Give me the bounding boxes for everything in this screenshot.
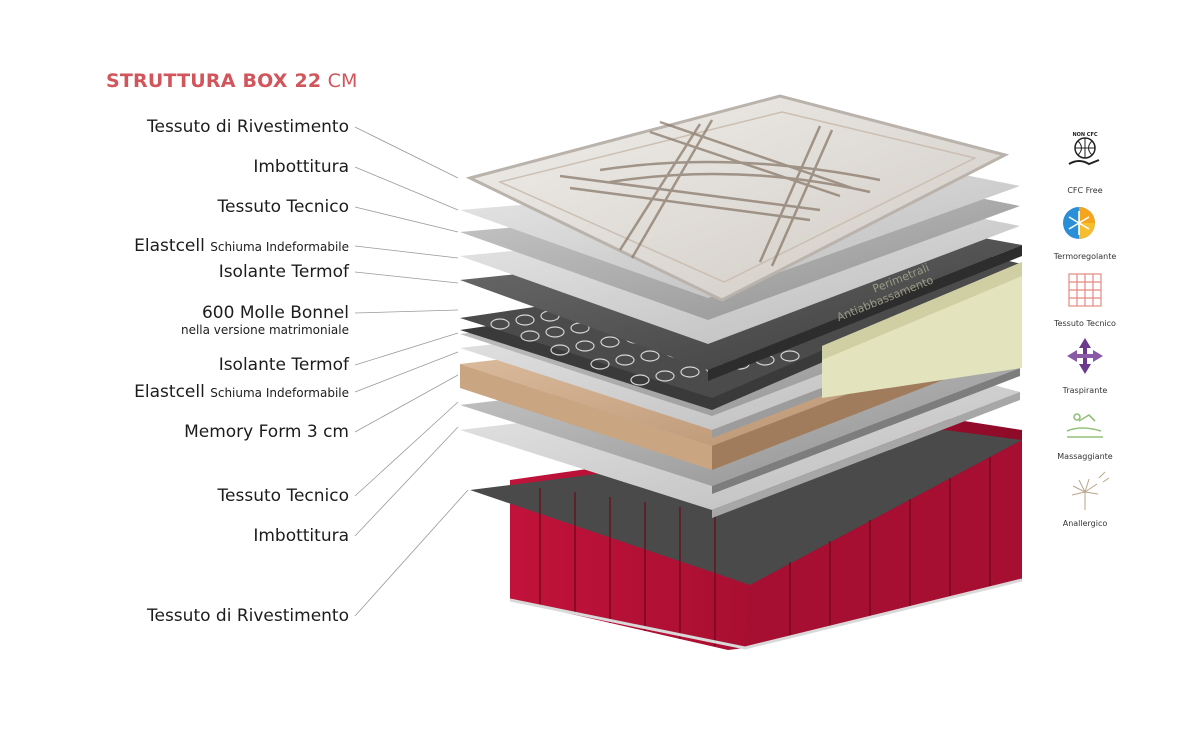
layer-label: Tessuto di Rivestimento — [147, 117, 349, 137]
badge-caption: Termoregolante — [1053, 252, 1117, 261]
top-cover-layer — [465, 94, 1010, 302]
badge-anallergico: Anallergico — [1045, 517, 1125, 528]
layer-label: 600 Molle Bonnel nella versione matrimon… — [181, 303, 349, 337]
layer-label-text: Tessuto Tecnico — [217, 486, 349, 506]
layer-label: Elastcell Schiuma Indeformabile — [134, 236, 349, 257]
layer-label: Tessuto Tecnico — [218, 197, 349, 217]
badge-caption: Anallergico — [1062, 519, 1108, 528]
termoregolante-icon — [1063, 207, 1095, 239]
svg-text:NON CFC: NON CFC — [1072, 132, 1097, 138]
cfc-free-icon: NON CFC — [1068, 132, 1100, 166]
layer-label: Isolante Termof — [219, 355, 349, 375]
leader-line — [354, 374, 459, 433]
leader-line — [354, 126, 459, 179]
layer-label-text: Isolante Termof — [218, 262, 349, 282]
layer-label-detail: Schiuma Indeformabile — [210, 386, 349, 400]
leader-line — [354, 309, 459, 314]
layer-label-text: Isolante Termof — [218, 355, 349, 375]
badge-cfc-free: CFC Free — [1045, 184, 1125, 195]
badge-tessuto-tecnico: Tessuto Tecnico — [1045, 317, 1125, 328]
leader-line — [354, 206, 459, 233]
layer-label-text: Tessuto di Rivestimento — [147, 606, 349, 626]
layer-label: Imbottitura — [253, 526, 349, 546]
tessuto-tecnico-icon — [1068, 273, 1102, 307]
badge-caption: CFC Free — [1067, 186, 1103, 195]
badge-icons: NON CFC — [1063, 132, 1110, 510]
title-unit: CM — [327, 70, 358, 92]
layer-label: Imbottitura — [253, 157, 349, 177]
anallergico-icon — [1071, 471, 1110, 510]
layer-label: Memory Form 3 cm — [184, 422, 349, 442]
layer-label-text: Tessuto di Rivestimento — [147, 117, 349, 137]
badge-termoregolante: Termoregolante — [1045, 250, 1125, 261]
layer-label-text: Elastcell — [134, 236, 205, 256]
massaggiante-icon — [1066, 413, 1103, 438]
layer-label: Isolante Termof — [219, 262, 349, 282]
layer-label-detail: Schiuma Indeformabile — [210, 240, 349, 254]
leader-line — [354, 489, 469, 617]
badge-caption: Massaggiante — [1057, 452, 1113, 461]
layer-label-text: Imbottitura — [253, 157, 349, 177]
layer-label-text: 600 Molle Bonnel — [201, 303, 349, 323]
leader-line — [354, 351, 459, 393]
leader-line — [354, 426, 459, 537]
traspirante-icon — [1067, 338, 1103, 374]
page-title: STRUTTURA BOX 22 CM — [106, 70, 358, 92]
badge-caption: Tessuto Tecnico — [1054, 319, 1116, 328]
layer-label: Elastcell Schiuma Indeformabile — [134, 382, 349, 403]
badge-massaggiante: Massaggiante — [1045, 450, 1125, 461]
leader-line — [354, 332, 459, 366]
layer-label-text: Tessuto Tecnico — [217, 197, 349, 217]
leader-line — [354, 271, 459, 284]
badge-caption: Traspirante — [1062, 386, 1108, 395]
badge-traspirante: Traspirante — [1045, 384, 1125, 395]
leader-line — [354, 245, 459, 259]
layer-label-text: Elastcell — [134, 382, 205, 402]
layer-label-sub: nella versione matrimoniale — [180, 323, 349, 337]
leader-lines — [354, 126, 469, 617]
leader-line — [354, 166, 459, 211]
layer-label: Tessuto Tecnico — [218, 486, 349, 506]
layer-label-text: Memory Form 3 cm — [184, 422, 349, 442]
layer-label-text: Imbottitura — [253, 526, 349, 546]
leader-line — [354, 401, 459, 497]
title-strong: STRUTTURA BOX 22 — [106, 70, 322, 92]
layer-label: Tessuto di Rivestimento — [147, 606, 349, 626]
